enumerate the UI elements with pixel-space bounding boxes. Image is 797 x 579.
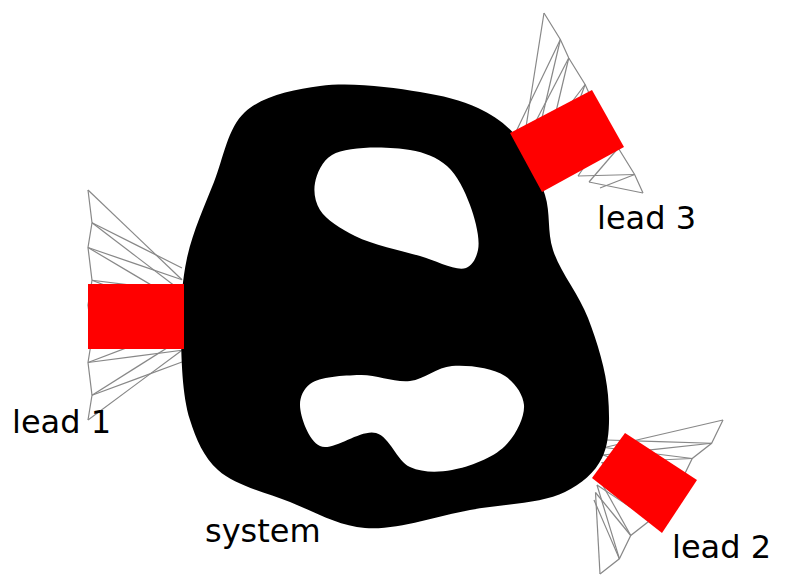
part-label: lead 3 — [597, 201, 696, 236]
part-label: system — [205, 514, 321, 549]
lead-mesh — [88, 13, 723, 574]
mesh-line — [88, 190, 182, 280]
part-label: lead 1 — [12, 405, 111, 440]
lead-bar — [88, 284, 184, 349]
system-hole — [300, 366, 524, 472]
lead-bars — [88, 90, 697, 533]
part-label: lead 2 — [672, 530, 771, 565]
lead-bar — [592, 433, 697, 533]
mesh-line — [92, 223, 182, 292]
mesh-line — [92, 223, 182, 268]
mesh-line — [589, 182, 643, 193]
system-hole — [314, 147, 478, 268]
mesh-line — [600, 175, 635, 189]
mesh-line — [88, 248, 182, 280]
lead-bar — [510, 90, 624, 192]
mesh-line — [578, 175, 635, 177]
mesh-line — [596, 493, 601, 575]
